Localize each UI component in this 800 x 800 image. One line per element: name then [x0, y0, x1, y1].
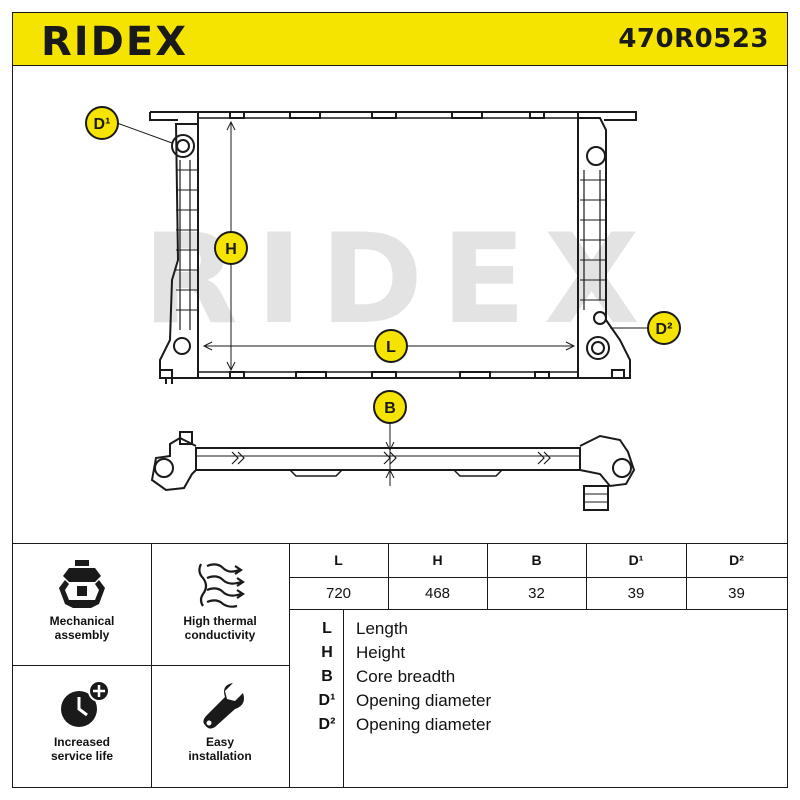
- feature-label: Mechanical assembly: [49, 614, 115, 642]
- high-thermal-conductivity-icon: [198, 563, 245, 608]
- easy-installation-icon: [203, 683, 244, 729]
- legend-text-length: Length: [356, 619, 408, 638]
- dim-header-d2: D²: [729, 552, 744, 568]
- header-bar: RIDEX 470R0523: [12, 12, 788, 66]
- callout-d2-label: D²: [656, 321, 673, 338]
- spec-panel: Mechanical assembly High thermal conduct…: [12, 543, 788, 788]
- callout-l: L: [374, 329, 408, 363]
- dim-value-h: 468: [424, 585, 451, 602]
- dim-value-d1: 39: [627, 585, 645, 602]
- callout-h: H: [214, 231, 248, 265]
- dim-header-h: H: [432, 552, 443, 568]
- legend-text-core-breadth: Core breadth: [356, 667, 456, 686]
- divider: [586, 544, 587, 609]
- callout-d1-label: D¹: [94, 116, 111, 133]
- dim-value-d2: 39: [728, 585, 745, 602]
- radiator-drawing: RIDEX: [85, 106, 681, 511]
- feature-high-thermal-conductivity: High thermal conductivity: [151, 544, 289, 665]
- feature-mechanical-assembly: Mechanical assembly: [13, 544, 151, 665]
- legend-key-d2: D²: [318, 716, 336, 733]
- callout-l-label: L: [386, 339, 396, 356]
- part-number: 470R0523: [618, 24, 769, 54]
- feature-easy-installation: Easy installation: [151, 665, 289, 786]
- feature-label: Easy installation: [188, 735, 252, 763]
- dim-value-l: 720: [325, 585, 352, 602]
- mechanical-assembly-icon: [59, 560, 105, 608]
- divider: [686, 544, 687, 609]
- radiator-top-view: [150, 431, 636, 511]
- dim-header-b: B: [531, 552, 542, 568]
- feature-label: High thermal conductivity: [183, 614, 257, 642]
- callout-d1: D¹: [85, 106, 119, 140]
- callout-b-label: B: [384, 400, 396, 417]
- legend-key-l: L: [322, 620, 332, 637]
- brand-logo: RIDEX: [41, 19, 189, 65]
- legend-text-opening-diameter-1: Opening diameter: [356, 691, 492, 710]
- dim-header-l: L: [334, 552, 343, 568]
- legend-key-h: H: [321, 644, 333, 661]
- divider: [13, 665, 289, 666]
- legend-text-height: Height: [356, 643, 406, 662]
- divider: [289, 609, 787, 610]
- legend-key-b: B: [321, 668, 333, 685]
- callout-h-label: H: [225, 241, 237, 258]
- legend-text-opening-diameter-2: Opening diameter: [356, 715, 492, 734]
- divider: [289, 577, 787, 578]
- callout-b: B: [373, 390, 407, 424]
- dim-header-d1: D¹: [628, 552, 644, 568]
- divider: [289, 544, 290, 787]
- divider: [388, 544, 389, 609]
- feature-label: Increased service life: [50, 735, 114, 763]
- divider: [343, 609, 344, 787]
- callout-d2: D²: [647, 311, 681, 345]
- increased-service-life-icon: [61, 680, 110, 727]
- radiator-front-view: [149, 111, 637, 384]
- technical-drawing-area: [12, 66, 788, 544]
- legend-key-d1: D¹: [318, 692, 336, 709]
- divider: [487, 544, 488, 609]
- dim-value-b: 32: [528, 585, 545, 602]
- feature-increased-service-life: Increased service life: [13, 665, 151, 786]
